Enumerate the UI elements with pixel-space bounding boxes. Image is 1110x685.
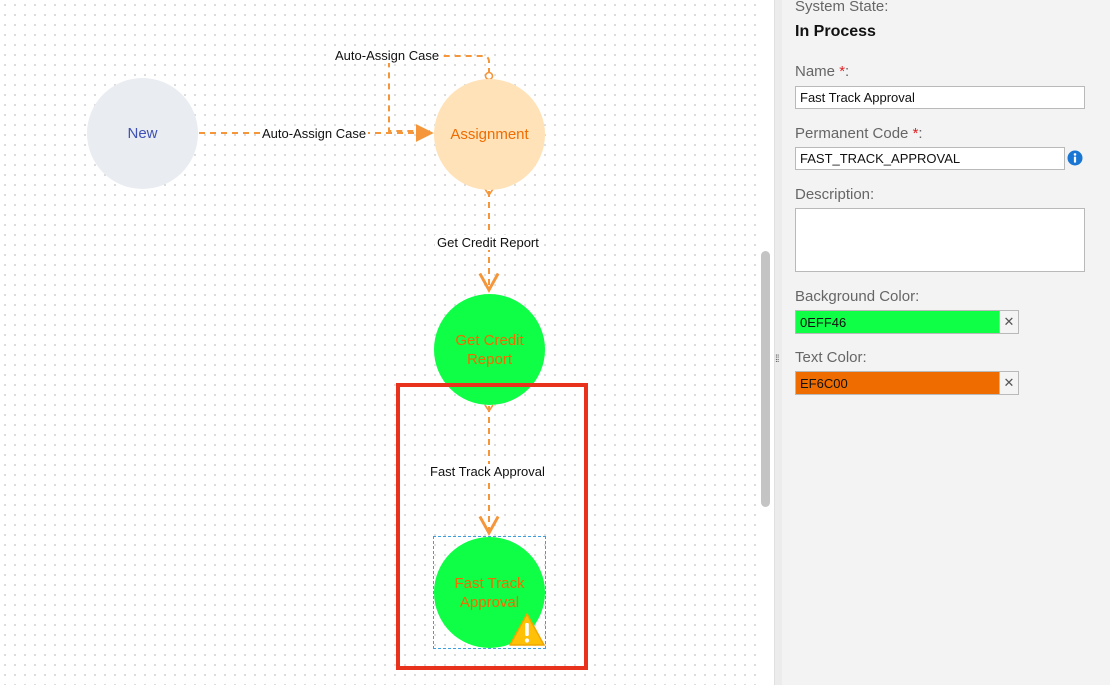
name-label: Name *: xyxy=(795,63,850,80)
name-input[interactable] xyxy=(795,86,1085,109)
edge-assignment-loop[interactable] xyxy=(388,55,490,132)
properties-panel: System State: In Process Name *: Permane… xyxy=(782,0,1110,685)
state-node-label: Assignment xyxy=(450,126,529,143)
edge-label-get-credit-report[interactable]: Get Credit Report xyxy=(435,235,541,250)
edge-port-chevron xyxy=(484,188,494,197)
warning-triangle-icon[interactable] xyxy=(508,612,546,648)
edge-label-auto-assign[interactable]: Auto-Assign Case xyxy=(260,126,369,141)
text-color-input[interactable]: EF6C00 xyxy=(795,371,1000,395)
required-mark: * xyxy=(839,63,846,80)
workflow-canvas[interactable]: Auto-Assign Case Auto-Assign Case Get Cr… xyxy=(0,0,758,685)
canvas-scrollbar-thumb[interactable] xyxy=(761,251,770,507)
state-node-label: New xyxy=(127,125,158,142)
grip-icon[interactable]: ⁞⁞ xyxy=(775,354,779,365)
edge-port-chevron xyxy=(484,404,494,413)
state-node-label: Get Credit Report xyxy=(455,331,523,369)
label-line: Report xyxy=(466,350,512,368)
label-line: Fast Track xyxy=(454,574,525,592)
info-icon[interactable] xyxy=(1067,150,1083,166)
edge-label-auto-assign-loop[interactable]: Auto-Assign Case xyxy=(333,48,442,63)
label-line: Approval xyxy=(459,593,520,611)
state-node-assignment[interactable]: Assignment xyxy=(434,79,545,190)
system-state-label: System State: xyxy=(795,0,889,15)
name-label-text: Name xyxy=(795,63,836,80)
code-label-text: Permanent Code xyxy=(795,125,909,142)
background-color-input[interactable]: 0EFF46 xyxy=(795,310,1000,334)
system-state-value: In Process xyxy=(795,23,876,40)
text-color-label: Text Color: xyxy=(795,349,867,366)
background-color-label: Background Color: xyxy=(795,288,920,305)
permanent-code-label: Permanent Code *: xyxy=(795,125,923,142)
required-mark: * xyxy=(912,125,919,142)
edge-label-fast-track-approval[interactable]: Fast Track Approval xyxy=(428,464,547,479)
label-line: Get Credit xyxy=(455,331,524,349)
panel-splitter[interactable] xyxy=(774,0,782,685)
state-node-get-credit-report[interactable]: Get Credit Report xyxy=(434,294,545,405)
description-label: Description: xyxy=(795,186,875,203)
description-textarea[interactable] xyxy=(795,208,1085,272)
clear-background-color-button[interactable]: ✕ xyxy=(1000,310,1019,334)
clear-text-color-button[interactable]: ✕ xyxy=(1000,371,1019,395)
state-node-new[interactable]: New xyxy=(87,78,198,189)
state-node-label: Fast Track Approval xyxy=(454,574,524,612)
permanent-code-input[interactable] xyxy=(795,147,1065,170)
